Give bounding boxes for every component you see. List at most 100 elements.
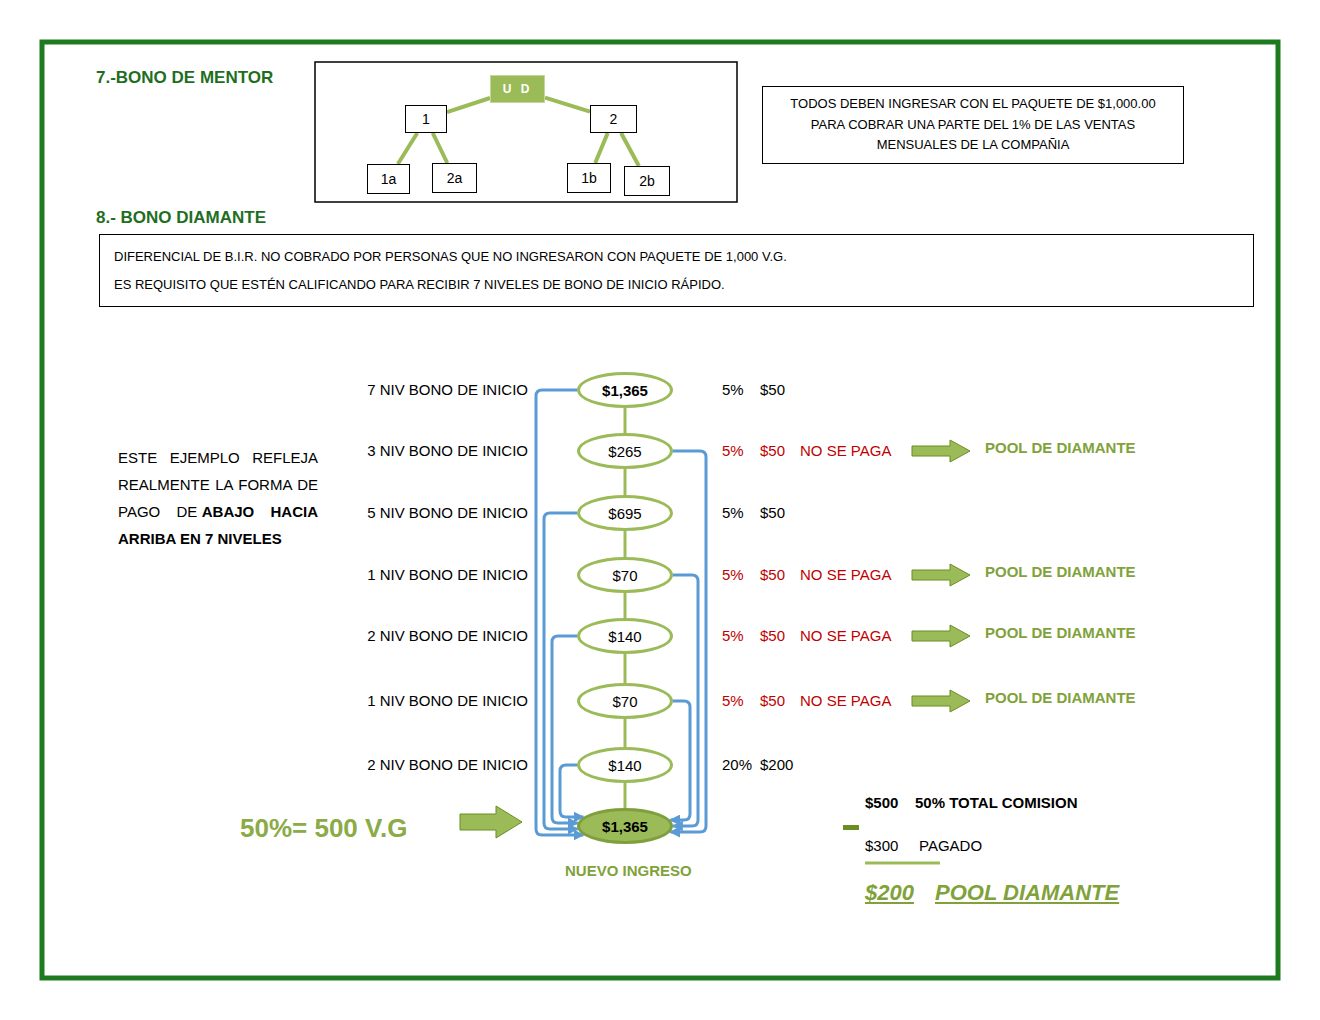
chain-line: [624, 408, 627, 433]
chain-line: [624, 593, 627, 618]
tree-frame: [315, 62, 737, 202]
pool-label: POOL DE DIAMANTE: [985, 562, 1136, 582]
amount: $50: [760, 441, 785, 461]
level-ellipse: $70: [577, 557, 673, 593]
tree-line: [433, 133, 447, 163]
amount: $50: [760, 565, 785, 585]
tree-box: 2: [590, 105, 637, 133]
percent: 5%: [722, 691, 744, 711]
info-box: DIFERENCIAL DE B.I.R. NO COBRADO POR PER…: [99, 234, 1254, 307]
payment-arrow: [560, 765, 583, 817]
node-text: 1: [422, 111, 430, 127]
level-ellipse: $265: [577, 433, 673, 469]
block-arrow: [460, 806, 522, 838]
summary-text: PAGADO: [919, 836, 982, 856]
amount: $50: [760, 691, 785, 711]
percent: 5%: [722, 626, 744, 646]
node-text: $140: [608, 757, 641, 774]
node-text: $1,365: [602, 382, 648, 399]
tree-line: [545, 98, 590, 112]
block-arrow: [912, 690, 970, 712]
percent: 5%: [722, 380, 744, 400]
block-arrow: [912, 625, 970, 647]
entry-ellipse: $1,365: [577, 808, 673, 844]
volume-label: 50%= 500 V.G: [240, 812, 407, 844]
amount: $50: [760, 626, 785, 646]
tree-line: [398, 133, 417, 164]
percent: 5%: [722, 503, 744, 523]
level-label: 1 NIV BONO DE INICIO: [328, 565, 528, 585]
level-label: 1 NIV BONO DE INICIO: [328, 691, 528, 711]
summary-amount: $300: [865, 836, 898, 856]
tree-box: U D: [490, 75, 545, 103]
pool-label: POOL DE DIAMANTE: [985, 438, 1136, 458]
section-heading: 7.-BONO DE MENTOR: [96, 68, 273, 88]
amount: $50: [760, 380, 785, 400]
tree-line: [447, 98, 490, 112]
pool-label: POOL DE DIAMANTE: [985, 623, 1136, 643]
percent: 20%: [722, 755, 752, 775]
note-paragraph: ESTE EJEMPLO REFLEJA REALMENTE LA FORMA …: [118, 444, 318, 552]
chain-line: [624, 654, 627, 683]
node-text: 2b: [639, 173, 655, 189]
node-text: DIFERENCIAL DE B.I.R. NO COBRADO POR PER…: [114, 249, 787, 264]
tree-box: 2a: [432, 163, 477, 193]
level-label: 5 NIV BONO DE INICIO: [328, 503, 528, 523]
summary-amount: $200: [865, 879, 914, 907]
block-arrow: [912, 564, 970, 586]
node-text: 1b: [581, 170, 597, 186]
unpaid-note: NO SE PAGA: [800, 565, 891, 585]
percent: 5%: [722, 565, 744, 585]
chain-line: [624, 531, 627, 557]
node-text: $265: [608, 443, 641, 460]
node-text: TODOS DEBEN INGRESAR CON EL PAQUETE DE $…: [775, 94, 1171, 156]
note-box: TODOS DEBEN INGRESAR CON EL PAQUETE DE $…: [762, 86, 1184, 164]
amount: $200: [760, 755, 793, 775]
tree-line: [621, 133, 639, 166]
level-label: 3 NIV BONO DE INICIO: [328, 441, 528, 461]
node-text: $695: [608, 505, 641, 522]
level-ellipse: $1,365: [577, 372, 673, 408]
level-label: 2 NIV BONO DE INICIO: [328, 755, 528, 775]
chain-line: [624, 719, 627, 747]
level-ellipse: $140: [577, 618, 673, 654]
node-text: 1a: [381, 171, 397, 187]
pool-label: POOL DE DIAMANTE: [985, 688, 1136, 708]
tree-box: 1: [405, 105, 447, 133]
dash-mark: [843, 825, 859, 830]
unpaid-note: NO SE PAGA: [800, 691, 891, 711]
level-label: 2 NIV BONO DE INICIO: [328, 626, 528, 646]
unpaid-note: NO SE PAGA: [800, 626, 891, 646]
summary-text: 50% TOTAL COMISION: [915, 793, 1078, 813]
node-text: $140: [608, 628, 641, 645]
block-arrow: [912, 440, 970, 462]
node-text: $70: [612, 567, 637, 584]
entry-label: NUEVO INGRESO: [565, 861, 685, 881]
payment-arrow: [552, 636, 578, 823]
summary-amount: $500: [865, 793, 898, 813]
underline: [865, 862, 940, 865]
node-text: ES REQUISITO QUE ESTÉN CALIFICANDO PARA …: [114, 277, 725, 292]
payment-arrow: [536, 390, 583, 835]
level-label: 7 NIV BONO DE INICIO: [328, 380, 528, 400]
tree-box: 1a: [367, 164, 410, 194]
level-ellipse: $695: [577, 495, 673, 531]
summary-text: POOL DIAMANTE: [935, 879, 1119, 907]
node-text: $70: [612, 693, 637, 710]
chain-line: [624, 783, 627, 808]
section-heading: 8.- BONO DIAMANTE: [96, 208, 266, 228]
node-text: $1,365: [602, 818, 648, 835]
chain-line: [624, 469, 627, 495]
level-ellipse: $70: [577, 683, 673, 719]
amount: $50: [760, 503, 785, 523]
node-text: U D: [503, 82, 533, 96]
tree-box: 1b: [567, 163, 611, 193]
tree-line: [595, 133, 607, 163]
payment-arrow: [670, 701, 690, 820]
node-text: 2a: [447, 170, 463, 186]
level-ellipse: $140: [577, 747, 673, 783]
page-border: [42, 42, 1278, 978]
tree-box: 2b: [624, 166, 670, 196]
node-text: 2: [610, 111, 618, 127]
